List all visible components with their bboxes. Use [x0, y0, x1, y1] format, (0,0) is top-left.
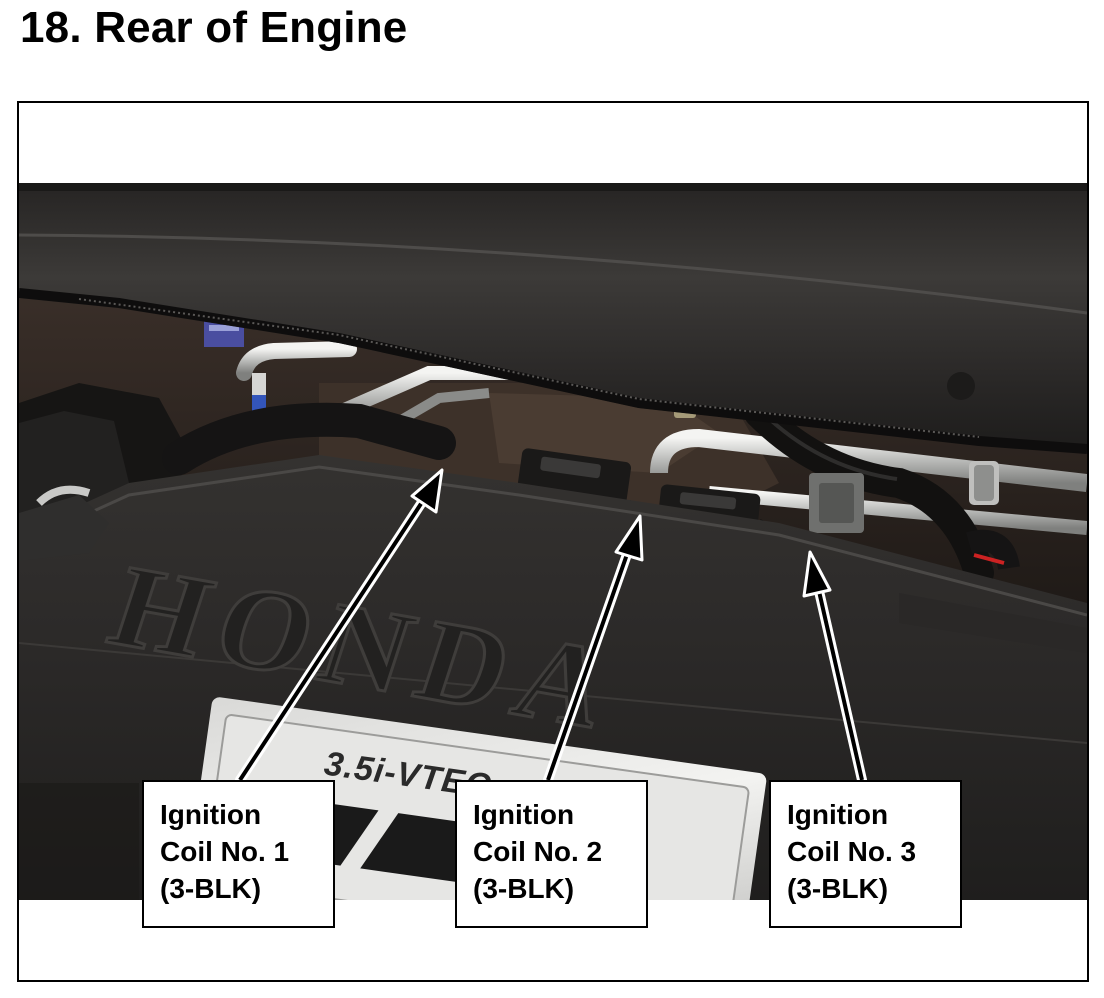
callout-line: Ignition	[787, 799, 889, 830]
callout-line: Coil No. 3	[787, 836, 917, 867]
callout-ignition-coil-2: Ignition Coil No. 2 (3-BLK)	[455, 780, 648, 928]
callout-line: Ignition	[473, 799, 575, 830]
callout-ignition-coil-3: Ignition Coil No. 3 (3-BLK)	[769, 780, 962, 928]
arrow-coil-3	[802, 550, 867, 785]
arrow-coil-1	[235, 468, 444, 785]
callout-line: Coil No. 2	[473, 836, 603, 867]
callout-line: (3-BLK)	[787, 873, 889, 904]
callout-line: Coil No. 1	[160, 836, 290, 867]
arrow-coil-2	[543, 514, 644, 785]
callout-line: Ignition	[160, 799, 262, 830]
callout-line: (3-BLK)	[160, 873, 262, 904]
callout-line: (3-BLK)	[473, 873, 575, 904]
callout-ignition-coil-1: Ignition Coil No. 1 (3-BLK)	[142, 780, 335, 928]
page-heading: 18. Rear of Engine	[20, 3, 408, 52]
